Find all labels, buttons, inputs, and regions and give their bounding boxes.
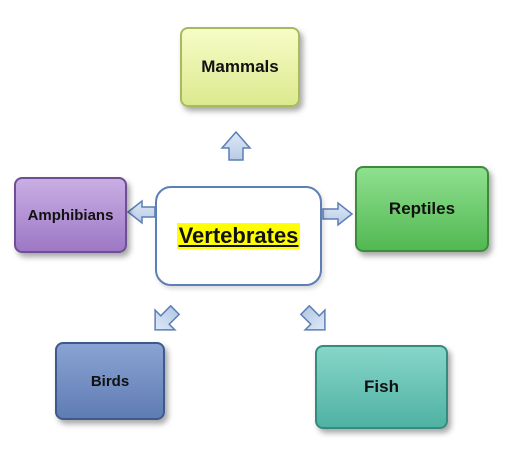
node-fish-label: Fish [364,377,399,396]
arrow-down-right-icon [299,304,326,331]
node-mammals: Mammals [180,27,300,107]
node-birds: Birds [55,342,165,420]
node-amphibians-label: Amphibians [27,206,114,224]
central-node-label: Vertebrates [176,223,301,249]
node-reptiles-label: Reptiles [388,199,456,218]
arrow-right-icon [322,201,354,227]
node-amphibians: Amphibians [14,177,127,253]
arrow-up-icon [220,130,252,161]
node-reptiles: Reptiles [355,166,489,252]
arrow-down-left-icon [154,304,181,331]
node-mammals-label: Mammals [201,57,279,76]
central-node: Vertebrates [155,186,322,286]
node-fish: Fish [315,345,448,429]
arrow-left-icon [126,199,156,225]
node-birds-label: Birds [90,372,130,390]
